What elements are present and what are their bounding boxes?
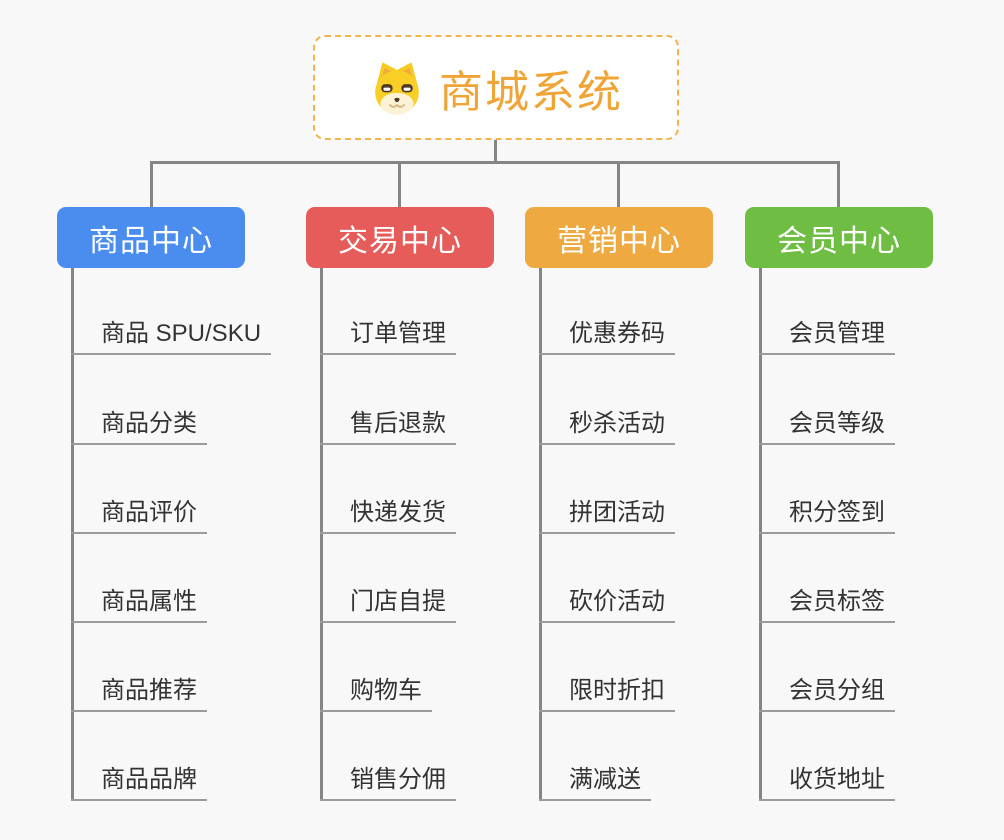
topic-item[interactable]: 销售分佣 xyxy=(320,761,456,801)
branch-spine xyxy=(71,268,74,801)
topic-item[interactable]: 订单管理 xyxy=(320,315,456,355)
topic-item[interactable]: 积分签到 xyxy=(759,494,895,534)
topic-item[interactable]: 会员分组 xyxy=(759,672,895,712)
branch-spine xyxy=(759,268,762,801)
topic-item[interactable]: 拼团活动 xyxy=(539,494,675,534)
topic-item[interactable]: 会员等级 xyxy=(759,405,895,445)
dog-face-icon xyxy=(375,62,419,115)
branch-spine xyxy=(539,268,542,801)
branch-header-marketing-center[interactable]: 营销中心 xyxy=(525,207,713,268)
root-topic-label: 商城系统 xyxy=(439,67,623,117)
topic-item[interactable]: 商品推荐 xyxy=(71,672,207,712)
topic-item[interactable]: 快递发货 xyxy=(320,494,456,534)
topic-item[interactable]: 购物车 xyxy=(320,672,432,712)
topic-item[interactable]: 售后退款 xyxy=(320,405,456,445)
topic-item[interactable]: 砍价活动 xyxy=(539,583,675,623)
topic-item[interactable]: 满减送 xyxy=(539,761,651,801)
topic-item[interactable]: 商品品牌 xyxy=(71,761,207,801)
root-topic[interactable]: 商城系统 xyxy=(313,35,679,140)
connector-drop xyxy=(398,161,401,208)
topic-item[interactable]: 会员标签 xyxy=(759,583,895,623)
topic-item[interactable]: 限时折扣 xyxy=(539,672,675,712)
connector-drop xyxy=(837,161,840,208)
topic-item[interactable]: 商品属性 xyxy=(71,583,207,623)
topic-item[interactable]: 收货地址 xyxy=(759,761,895,801)
topic-item[interactable]: 会员管理 xyxy=(759,315,895,355)
connector-horizontal-bar xyxy=(150,161,840,164)
connector-drop xyxy=(150,161,153,208)
topic-item[interactable]: 秒杀活动 xyxy=(539,405,675,445)
connector-drop xyxy=(617,161,620,208)
topic-item[interactable]: 优惠券码 xyxy=(539,315,675,355)
branch-header-member-center[interactable]: 会员中心 xyxy=(745,207,933,268)
topic-item[interactable]: 商品 SPU/SKU xyxy=(71,315,272,355)
topic-item[interactable]: 商品分类 xyxy=(71,405,207,445)
topic-item[interactable]: 门店自提 xyxy=(320,583,456,623)
branch-header-trade-center[interactable]: 交易中心 xyxy=(306,207,494,268)
branch-header-product-center[interactable]: 商品中心 xyxy=(57,207,245,268)
connector-root-stem xyxy=(494,139,497,163)
branch-spine xyxy=(320,268,323,801)
topic-item[interactable]: 商品评价 xyxy=(71,494,207,534)
